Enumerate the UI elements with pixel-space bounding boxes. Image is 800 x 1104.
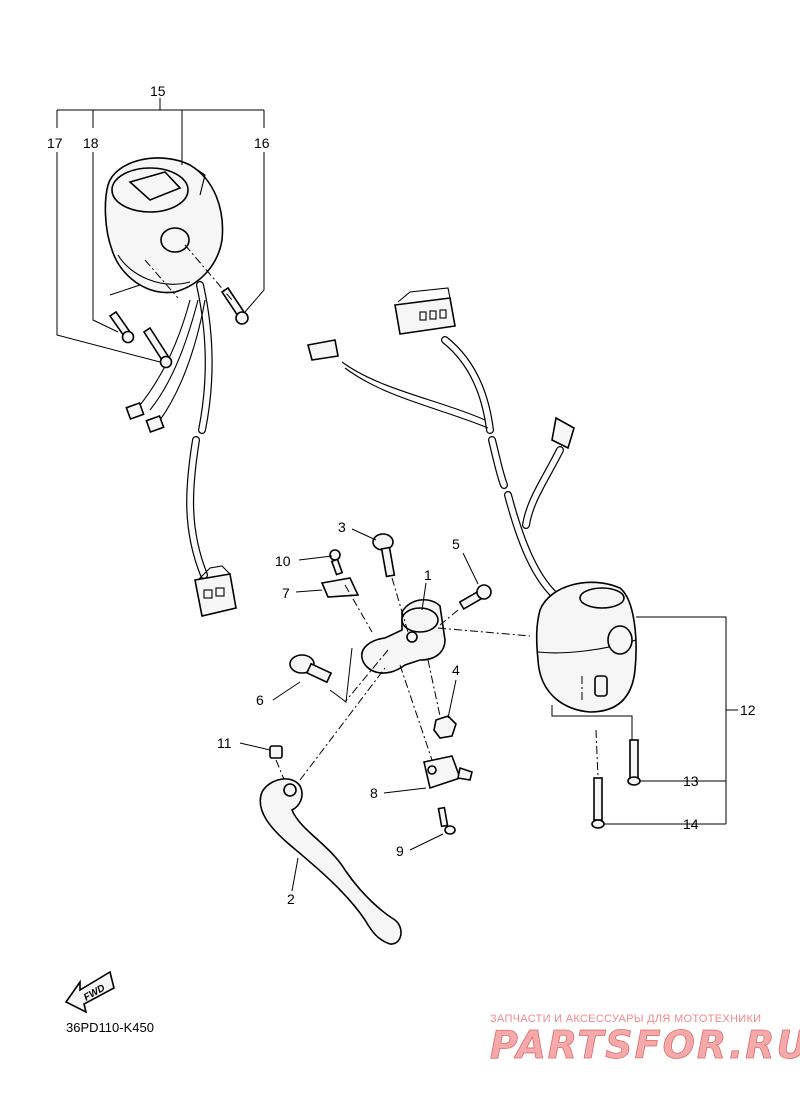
clutch-lever-bracket: [344, 599, 531, 703]
callout-14: 14: [683, 816, 699, 832]
left-switch-assembly: [104, 157, 249, 617]
bolt-6: [289, 647, 353, 703]
callout-5: 5: [452, 536, 460, 552]
callout-10: 10: [275, 553, 291, 569]
callout-8: 8: [370, 785, 378, 801]
clamp-7: [320, 577, 373, 633]
screw-14: [591, 777, 605, 829]
callout-11: 11: [217, 735, 232, 751]
screw-17: [142, 326, 173, 369]
screw-10: [329, 549, 344, 576]
leader-lines: [239, 528, 479, 892]
callout-6: 6: [256, 692, 264, 708]
callout-7: 7: [282, 585, 290, 601]
callout-15: 15: [150, 83, 166, 99]
screw-13: [627, 739, 641, 786]
callout-13: 13: [683, 773, 699, 789]
callout-17: 17: [47, 135, 63, 151]
bolt-3: [372, 533, 409, 633]
clutch-lever-2: [259, 667, 402, 945]
watermark-caption: ЗАПЧАСТИ И АКСЕССУАРЫ ДЛЯ МОТОТЕХНИКИ: [490, 1013, 761, 1025]
right-switch-assembly: [307, 287, 641, 829]
right-switch-connector-2pin: [307, 339, 339, 361]
callout-3: 3: [338, 519, 346, 535]
callout-labels: 15 17 18 16 3 10 5 1 7 4 6 12 11 13 8 14…: [47, 83, 756, 907]
callout-18: 18: [83, 135, 99, 151]
callout-16: 16: [254, 135, 270, 151]
callout-2: 2: [287, 891, 295, 907]
watermark-brand: PARTSFOR.RU: [490, 1023, 800, 1067]
callout-12: 12: [740, 702, 756, 718]
fwd-arrow-icon: FWD: [64, 970, 115, 1014]
screw-9: [437, 806, 456, 835]
callout-9: 9: [396, 843, 404, 859]
screw-18: [108, 310, 135, 344]
callout-12-tree: [551, 616, 738, 825]
clutch-switch-8: [399, 664, 473, 790]
right-switch-connector-6pin: [394, 287, 456, 335]
callout-1: 1: [424, 567, 432, 583]
left-switch-connector: [194, 565, 237, 617]
screw-16: [220, 286, 249, 325]
watermark: ЗАПЧАСТИ И АКСЕССУАРЫ ДЛЯ МОТОТЕХНИКИ PA…: [490, 1013, 800, 1067]
drawing-code: 36PD110-K450: [66, 1020, 154, 1035]
right-switch-connector-small: [551, 416, 575, 450]
callout-4: 4: [452, 662, 460, 678]
bolt-5: [439, 584, 492, 626]
callout-15-tree: [56, 98, 265, 363]
